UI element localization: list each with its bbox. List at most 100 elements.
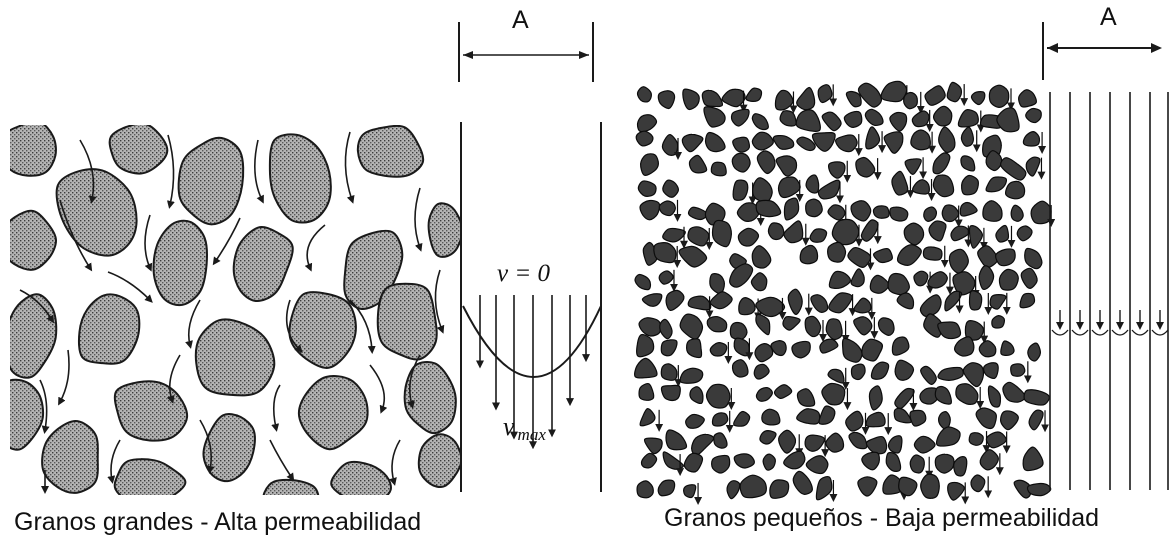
small-grain bbox=[660, 319, 672, 338]
small-grain bbox=[996, 249, 1016, 266]
small-grain bbox=[979, 341, 995, 357]
small-grain bbox=[963, 363, 983, 387]
small-grain bbox=[935, 454, 954, 473]
small-grain bbox=[710, 343, 726, 356]
small-grain bbox=[978, 246, 998, 268]
small-grain bbox=[858, 477, 877, 496]
small-grain bbox=[897, 293, 913, 309]
small-grain bbox=[1028, 483, 1051, 495]
small-grain bbox=[763, 454, 775, 470]
small-grain bbox=[961, 127, 973, 146]
small-grain bbox=[818, 85, 832, 103]
small-grain bbox=[1021, 268, 1037, 288]
small-grain bbox=[986, 177, 1006, 192]
small-grain bbox=[910, 455, 924, 473]
small-grain bbox=[778, 177, 800, 197]
small-grain bbox=[854, 317, 872, 335]
large-grain bbox=[358, 126, 423, 177]
small-grain bbox=[937, 427, 961, 446]
small-grain bbox=[846, 411, 863, 431]
small-grain bbox=[829, 162, 845, 178]
flow-arrow bbox=[255, 140, 262, 200]
small-grain bbox=[738, 228, 758, 246]
small-grain bbox=[942, 205, 959, 222]
flow-arrow bbox=[415, 188, 420, 248]
small-grain bbox=[858, 83, 881, 107]
large-grain bbox=[419, 434, 462, 487]
small-grain bbox=[866, 437, 886, 454]
small-grain bbox=[661, 385, 680, 400]
small-grain bbox=[690, 387, 703, 404]
small-grain bbox=[760, 431, 776, 444]
small-grain bbox=[754, 364, 769, 379]
small-grain bbox=[912, 111, 929, 127]
small-grain bbox=[1019, 90, 1037, 107]
small-grain bbox=[819, 406, 835, 424]
small-grain bbox=[980, 450, 998, 470]
small-grain bbox=[828, 369, 844, 383]
large-grain bbox=[289, 292, 355, 368]
small-grain bbox=[661, 340, 677, 356]
flow-arrow bbox=[145, 215, 150, 268]
small-grain bbox=[659, 201, 675, 216]
profile-segment bbox=[1152, 330, 1168, 335]
small-grain bbox=[1006, 181, 1025, 198]
small-grain bbox=[810, 229, 827, 242]
small-grain bbox=[734, 411, 750, 426]
small-grain bbox=[641, 154, 659, 176]
small-grain bbox=[784, 198, 798, 220]
small-grain bbox=[939, 127, 955, 152]
small-grain bbox=[816, 477, 831, 500]
small-grain bbox=[1029, 410, 1043, 430]
small-grain bbox=[710, 274, 725, 294]
parabolic-profile-curve bbox=[463, 306, 601, 377]
large-grain bbox=[115, 459, 186, 503]
small-grain bbox=[806, 175, 819, 193]
small-grain bbox=[637, 87, 651, 102]
small-grain bbox=[752, 246, 770, 268]
small-grain bbox=[638, 181, 656, 196]
small-grain bbox=[706, 133, 726, 152]
small-grain bbox=[986, 432, 1006, 448]
small-grain bbox=[722, 89, 745, 106]
small-grain bbox=[704, 107, 725, 127]
small-grain bbox=[969, 226, 982, 248]
small-grain bbox=[905, 159, 921, 175]
large-grain bbox=[378, 284, 437, 360]
small-grain bbox=[894, 408, 911, 423]
small-grain bbox=[688, 296, 710, 310]
small-grain bbox=[658, 480, 674, 496]
small-grain bbox=[851, 364, 865, 379]
small-grain bbox=[640, 409, 655, 426]
small-grain bbox=[866, 412, 885, 426]
small-grain bbox=[829, 271, 850, 288]
small-grain bbox=[712, 220, 731, 246]
small-grain bbox=[898, 245, 922, 266]
small-grain bbox=[969, 433, 983, 446]
profile-segment bbox=[1092, 330, 1108, 335]
large-grain bbox=[429, 203, 463, 257]
small-grain bbox=[662, 135, 677, 156]
small-grain bbox=[910, 410, 926, 426]
small-grain bbox=[775, 90, 793, 110]
small-grain bbox=[797, 389, 814, 407]
small-grain bbox=[733, 180, 748, 200]
small-grain bbox=[851, 201, 871, 221]
small-grain bbox=[970, 291, 982, 310]
small-grain bbox=[890, 112, 907, 131]
small-grain bbox=[828, 205, 845, 220]
small-grain bbox=[712, 413, 727, 426]
small-grain bbox=[984, 363, 999, 379]
small-grain bbox=[712, 455, 730, 473]
small-grain bbox=[805, 435, 824, 451]
large-grain bbox=[0, 380, 43, 450]
small-grain bbox=[686, 415, 705, 429]
small-grain bbox=[688, 227, 709, 246]
small-grain bbox=[644, 438, 662, 454]
small-grain bbox=[826, 319, 842, 340]
small-grain bbox=[871, 362, 888, 379]
small-grain bbox=[639, 384, 654, 401]
small-grain bbox=[680, 314, 702, 339]
small-grain bbox=[756, 297, 785, 316]
